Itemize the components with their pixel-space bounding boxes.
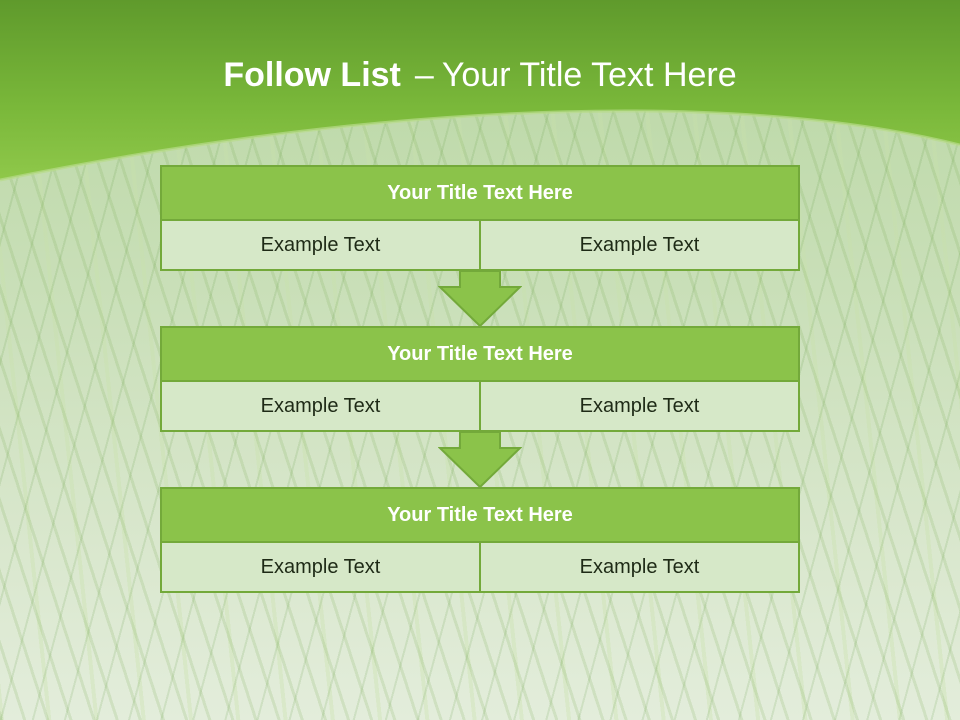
step-block-1: Your Title Text Here Example Text Exampl… <box>160 165 800 271</box>
step-cell-right: Example Text <box>481 543 800 593</box>
header-band <box>0 0 960 182</box>
down-arrow-icon <box>438 271 522 327</box>
slide-title-bold: Follow List <box>223 56 401 94</box>
down-arrow-icon <box>438 432 522 488</box>
step-block-3: Your Title Text Here Example Text Exampl… <box>160 487 800 593</box>
step-title: Your Title Text Here <box>160 487 800 543</box>
slide-title: Follow List–Your Title Text Here <box>0 52 960 98</box>
step-row: Example Text Example Text <box>160 382 800 432</box>
step-cell-right: Example Text <box>481 382 800 432</box>
step-row: Example Text Example Text <box>160 221 800 271</box>
slide-title-dash: – <box>414 56 434 94</box>
step-title: Your Title Text Here <box>160 326 800 382</box>
step-cell-left: Example Text <box>160 221 481 271</box>
step-cell-left: Example Text <box>160 382 481 432</box>
step-cell-left: Example Text <box>160 543 481 593</box>
step-cell-right: Example Text <box>481 221 800 271</box>
step-title: Your Title Text Here <box>160 165 800 221</box>
step-block-2: Your Title Text Here Example Text Exampl… <box>160 326 800 432</box>
step-row: Example Text Example Text <box>160 543 800 593</box>
slide-title-rest: Your Title Text Here <box>441 56 737 94</box>
